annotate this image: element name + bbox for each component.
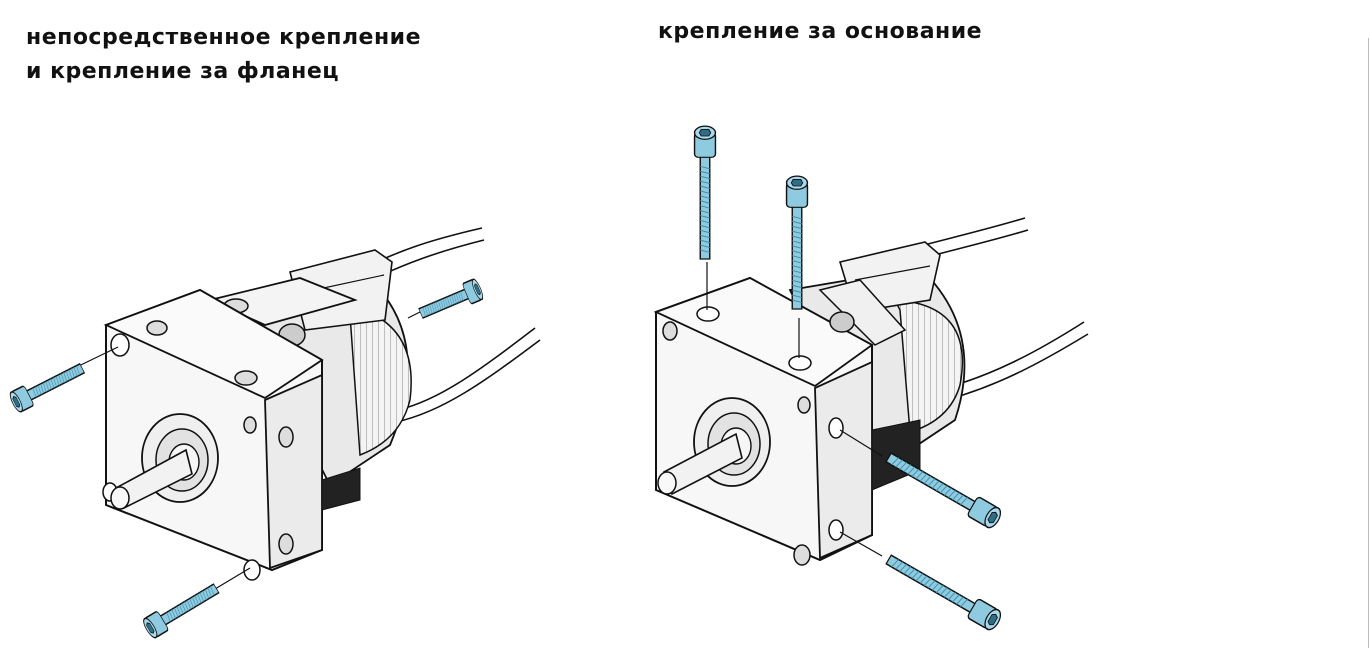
socket-head-screw-icon bbox=[7, 346, 119, 415]
rotary-actuator-right bbox=[653, 217, 1089, 566]
scan-edge-line bbox=[1368, 38, 1369, 648]
caption-line: и крепление за фланец bbox=[26, 59, 340, 84]
socket-head-screw-icon bbox=[407, 277, 486, 325]
socket-head-screw-icon bbox=[693, 125, 717, 310]
socket-head-screw-icon bbox=[839, 531, 1005, 633]
caption-line: крепление за основание bbox=[658, 19, 983, 44]
caption-base-mounting: крепление за основание bbox=[658, 15, 982, 49]
socket-head-screw-icon bbox=[140, 567, 251, 641]
cable-icon bbox=[359, 227, 541, 423]
caption-line: непосредственное крепление bbox=[26, 25, 422, 50]
socket-head-screw-icon bbox=[839, 429, 1005, 531]
socket-head-screw-icon bbox=[785, 175, 809, 358]
caption-direct-and-flange-mounting: непосредственное крепление и крепление з… bbox=[26, 21, 421, 89]
rotary-actuator-left bbox=[102, 227, 541, 581]
